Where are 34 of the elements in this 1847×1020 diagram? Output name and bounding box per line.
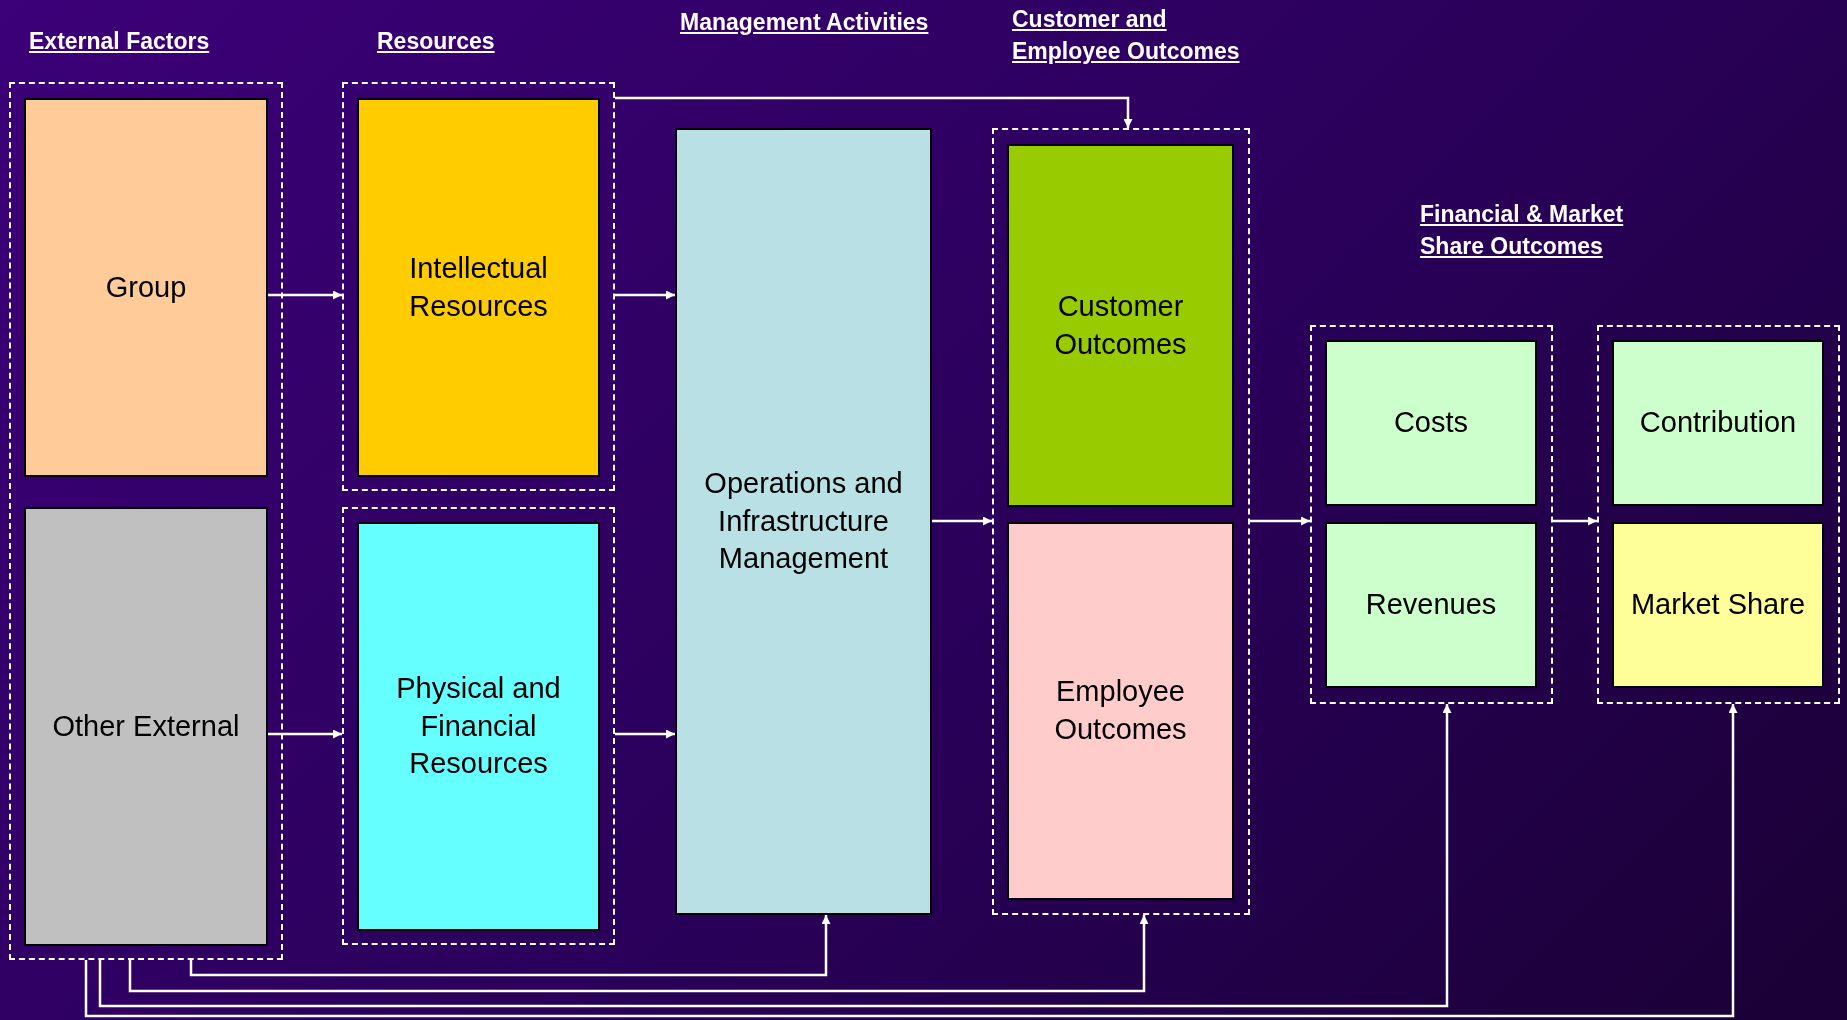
process-box: Operations and Infrastructure Management [675, 128, 932, 915]
process-box: Customer Outcomes [1007, 144, 1234, 507]
arrow [615, 729, 675, 739]
group-frame [1310, 325, 1553, 704]
group-frame [1597, 325, 1840, 704]
arrow [98, 704, 1452, 1008]
section-heading: Financial & Market Share Outcomes [1420, 200, 1625, 262]
arrow [1250, 516, 1310, 526]
arrow [615, 96, 1133, 128]
process-box: Physical and Financial Resources [357, 522, 600, 931]
process-box: Group [24, 98, 268, 477]
section-heading: Customer and Employee Outcomes [1012, 5, 1241, 67]
arrow [615, 290, 675, 300]
section-heading: External Factors [29, 27, 210, 56]
section-heading: Management Activities [680, 8, 929, 37]
arrow [128, 915, 1149, 993]
arrow [84, 704, 1738, 1018]
arrow [189, 915, 831, 977]
group-frame [342, 82, 615, 491]
process-box: Other External [24, 507, 268, 946]
arrow [268, 290, 342, 300]
process-box: Costs [1325, 340, 1537, 506]
group-frame [992, 128, 1250, 915]
section-heading: Resources [377, 27, 495, 56]
arrow [932, 516, 992, 526]
process-box: Contribution [1612, 340, 1824, 506]
group-frame [9, 82, 283, 960]
arrow [1553, 516, 1597, 526]
process-box: Revenues [1325, 522, 1537, 688]
arrow [268, 729, 342, 739]
process-box: Intellectual Resources [357, 98, 600, 477]
process-box: Market Share [1612, 522, 1824, 688]
process-box: Employee Outcomes [1007, 522, 1234, 900]
group-frame [342, 507, 615, 945]
